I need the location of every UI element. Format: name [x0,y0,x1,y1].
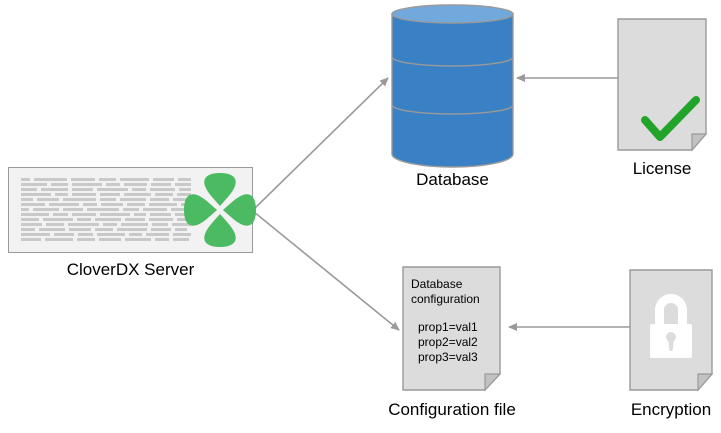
label-configuration-file: Configuration file [388,400,516,419]
license-fold-corner [691,133,708,152]
label-cloverdx-server: CloverDX Server [66,260,195,279]
edge-server-to-database [253,77,389,210]
edge-server-to-config-file [253,211,400,331]
config-fold-corner [484,373,502,392]
database-top-ellipse [391,4,514,24]
encryption-fold-corner [697,373,714,392]
config-property-1: prop1=val1 [418,320,478,334]
database-band-divider-2 [391,104,514,115]
label-license: License [632,159,692,178]
config-property-3: prop3=val3 [418,350,478,364]
config-heading-line2: configuration [411,292,480,306]
server-text-texture [21,178,191,244]
check-mark-icon [641,96,700,141]
config-heading-line1: Database [411,277,463,291]
database-band-divider-1 [391,56,514,67]
label-encryption: Encryption [630,400,712,419]
padlock-icon [650,294,692,358]
config-property-2: prop2=val2 [418,335,478,349]
clover-logo-icon [184,173,256,247]
label-database: Database [416,170,489,189]
